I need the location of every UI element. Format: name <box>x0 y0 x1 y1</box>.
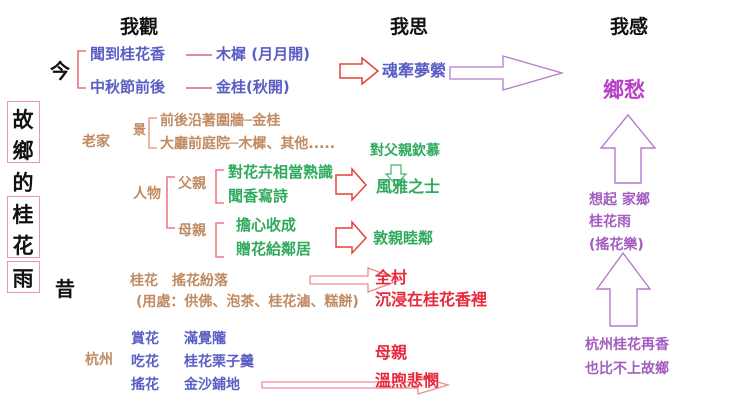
arrow-up-to-nostalgia <box>599 113 657 184</box>
arrow-father-to-result <box>335 167 368 202</box>
osmanthus-uses: (用處：供佛、泡茶、桂花滷、糕餅) <box>136 294 359 310</box>
mother-item-0: 擔心收成 <box>236 216 297 234</box>
feel-nostalgia: 鄉愁 <box>603 78 645 102</box>
now-cause-0: 聞到桂花香 <box>90 45 166 63</box>
arrow-mother-to-result <box>335 220 368 255</box>
hangzhou-action-0: 賞花 <box>131 331 159 347</box>
feel-compare-line2: 也比不上故鄉 <box>585 361 669 377</box>
think-mother-result: 敦親睦鄰 <box>373 229 434 247</box>
label-hometown: 老家 <box>82 134 110 150</box>
title-char-4: 花 <box>12 234 34 258</box>
hangzhou-action-2: 搖花 <box>131 377 159 393</box>
arrow-longing-to-nostalgia <box>449 55 565 91</box>
father-item-1: 聞香寫詩 <box>228 187 289 205</box>
scene-item-1: 大廳前庭院─木樨、其他..... <box>160 136 336 152</box>
bracket-scene <box>148 117 157 149</box>
think-longing: 魂牽夢縈 <box>382 61 447 80</box>
title-box-rain <box>7 261 40 293</box>
bracket-now <box>77 50 86 89</box>
arrow-up-to-recall <box>595 251 652 327</box>
now-cause-1: 中秋節前後 <box>90 78 166 96</box>
feel-recall-line2: 桂花雨 <box>589 214 631 230</box>
label-osmanthus: 桂花 <box>130 273 158 289</box>
dash-now <box>186 54 212 89</box>
title-char-0: 故 <box>12 108 34 132</box>
think-father-result: 風雅之士 <box>376 177 441 196</box>
now-effect-0: 木樨 (月月開) <box>216 45 310 63</box>
title-char-3: 桂 <box>12 203 34 227</box>
header-observe: 我觀 <box>120 16 159 38</box>
title-box-osmanthus <box>7 196 40 258</box>
bracket-people <box>166 176 175 229</box>
feel-recall-line1: 想起 家鄉 <box>589 192 650 208</box>
think-mother-line2: 溫煦悲憫 <box>375 371 440 390</box>
hangzhou-place-0: 滿覺隴 <box>184 331 226 347</box>
father-item-0: 對花卉相當熟識 <box>228 163 334 181</box>
label-scene: 景 <box>133 123 147 138</box>
osmanthus-action: 搖花紛落 <box>172 273 228 289</box>
label-mother: 母親 <box>178 223 206 239</box>
label-father: 父親 <box>178 176 206 192</box>
label-past: 昔 <box>55 277 75 301</box>
arrow-now-to-longing <box>339 56 380 86</box>
think-mother-line1: 母親 <box>375 343 408 362</box>
feel-recall-line3: (搖花樂) <box>589 237 644 253</box>
title-char-2: 的 <box>12 171 34 195</box>
header-feel: 我感 <box>610 16 649 38</box>
now-effect-1: 金桂(秋開) <box>216 78 290 96</box>
title-char-5: 雨 <box>12 267 34 291</box>
think-father-admire: 對父親欽慕 <box>370 143 440 159</box>
think-village-line1: 全村 <box>375 268 408 287</box>
mother-item-1: 贈花給鄰居 <box>236 240 312 258</box>
hangzhou-place-2: 金沙鋪地 <box>184 377 240 393</box>
title-char-1: 鄉 <box>12 139 34 163</box>
bracket-father <box>215 169 224 204</box>
header-think: 我思 <box>390 16 429 38</box>
label-hangzhou: 杭州 <box>85 352 113 368</box>
feel-compare-line1: 杭州桂花再香 <box>585 337 669 353</box>
think-village-line2: 沉浸在桂花香裡 <box>375 290 488 309</box>
title-box-hometown <box>7 101 40 163</box>
scene-item-0: 前後沿著圍牆─金桂 <box>160 113 281 129</box>
bracket-mother <box>215 222 224 258</box>
hangzhou-place-1: 桂花栗子羹 <box>184 354 254 370</box>
hangzhou-action-1: 吃花 <box>131 354 159 370</box>
label-now: 今 <box>50 59 70 83</box>
label-people: 人物 <box>133 186 161 202</box>
